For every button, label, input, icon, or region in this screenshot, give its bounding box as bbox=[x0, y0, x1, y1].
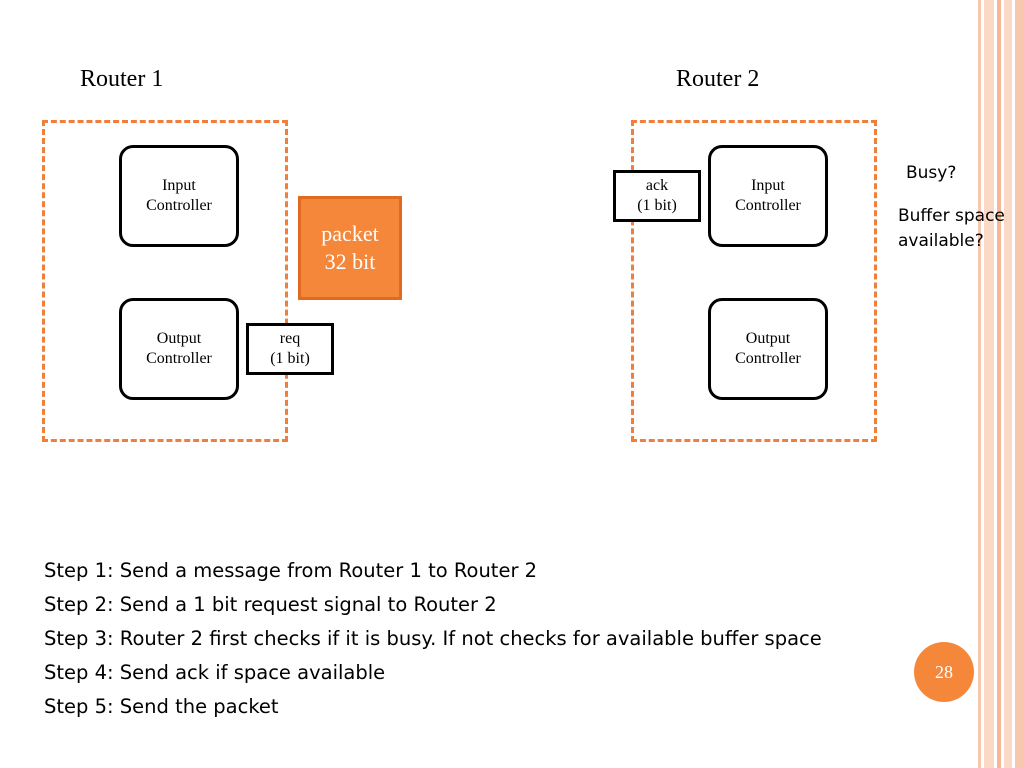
step-5: Step 5: Send the packet bbox=[44, 695, 279, 718]
router-1-frame bbox=[42, 120, 288, 442]
ack-signal-box: ack (1 bit) bbox=[613, 170, 701, 222]
req-signal-box: req (1 bit) bbox=[246, 323, 334, 375]
router-1-title: Router 1 bbox=[80, 66, 164, 92]
router-1-input-controller: Input Controller bbox=[119, 145, 239, 247]
step-1: Step 1: Send a message from Router 1 to … bbox=[44, 559, 538, 582]
router-2-frame bbox=[631, 120, 877, 442]
router-2-title: Router 2 bbox=[676, 66, 760, 92]
router-1-output-controller: Output Controller bbox=[119, 298, 239, 400]
router-2-output-controller: Output Controller bbox=[708, 298, 828, 400]
step-4: Step 4: Send ack if space available bbox=[44, 661, 386, 684]
decorative-stripes bbox=[978, 0, 1024, 768]
steps-list: Step 1: Send a message from Router 1 to … bbox=[44, 554, 904, 724]
page-number-badge: 28 bbox=[914, 642, 974, 702]
busy-note: Busy? bbox=[906, 163, 957, 183]
buffer-space-note: Buffer space available? bbox=[898, 206, 1005, 251]
packet-box: packet 32 bit bbox=[298, 196, 402, 300]
router-2-input-controller: Input Controller bbox=[708, 145, 828, 247]
step-3: Step 3: Router 2 first checks if it is b… bbox=[44, 627, 822, 650]
step-2: Step 2: Send a 1 bit request signal to R… bbox=[44, 593, 497, 616]
